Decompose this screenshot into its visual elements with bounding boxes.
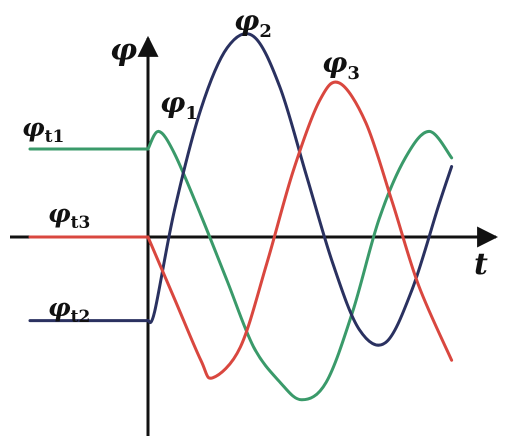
series-label-phi3: φ3 [322,46,360,84]
series-label-phi2: φ2 [234,4,272,42]
x-axis-label: t [474,247,488,282]
initial-label-phi-t1: φt1 [22,113,64,147]
labels: φ t φ1 φ2 φ3 φt1 φt2 φt3 [22,4,488,327]
series-phi2-line [146,32,454,347]
initial-label-phi-t2: φt2 [48,293,90,327]
series-phi1-line [146,129,454,402]
series-group [28,32,454,402]
series-phi3-line [146,80,454,380]
y-axis-label: φ [110,33,137,68]
initial-label-phi-t3: φt3 [48,199,90,233]
series-label-phi1: φ1 [160,86,198,124]
